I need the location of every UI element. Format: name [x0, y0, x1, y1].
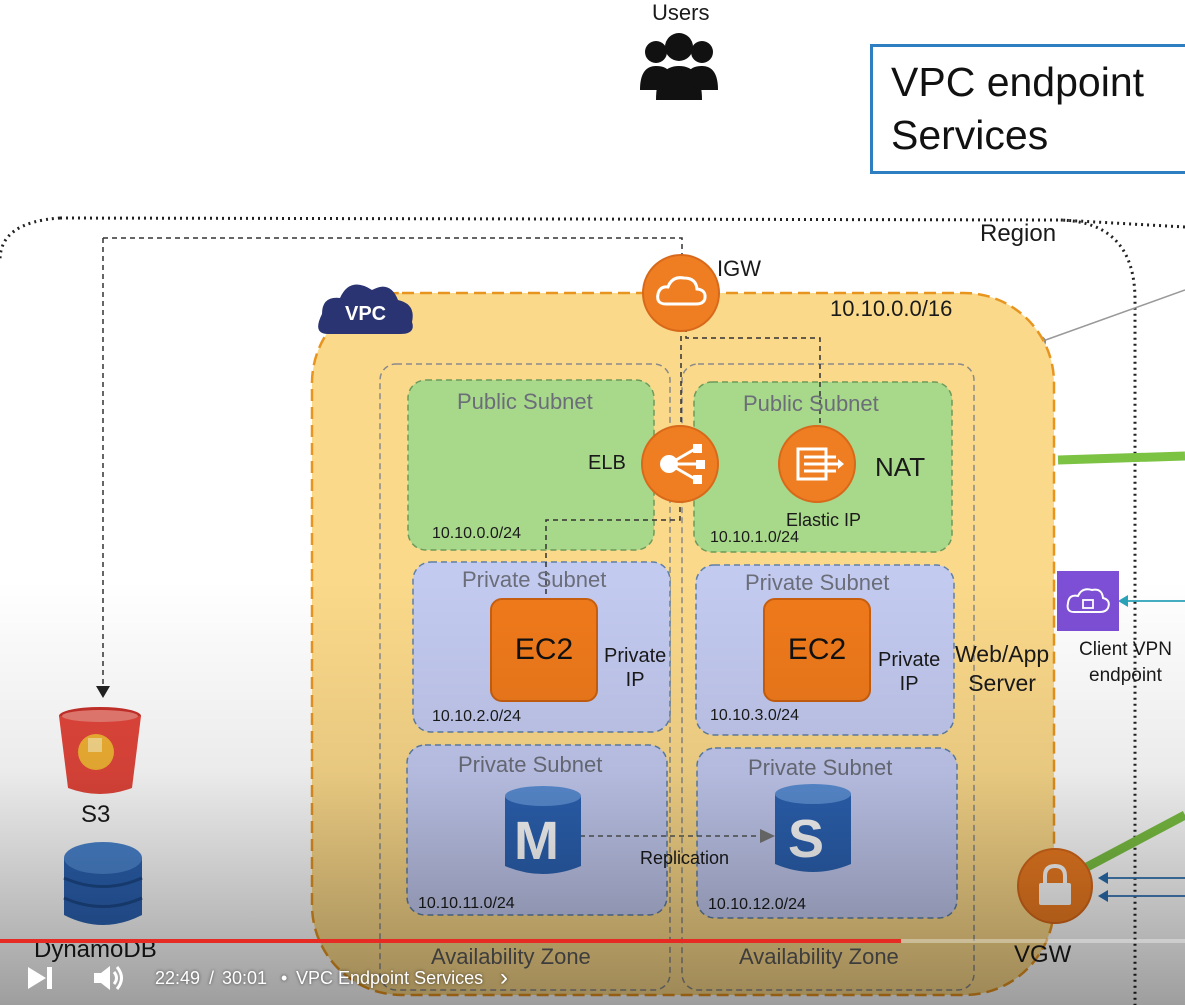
region-label: Region [980, 220, 1057, 247]
replication-label: Replication [640, 848, 730, 868]
region-boundary [0, 216, 1185, 1005]
vgw-arrowhead-2 [1098, 890, 1108, 902]
chapter-dot: • [281, 968, 288, 988]
private-subnet-app-1-title: Private Subnet [462, 567, 607, 592]
private-subnet-db-1-cidr: 10.10.11.0/24 [418, 895, 515, 912]
private-subnet-db-2-cidr: 10.10.12.0/24 [708, 896, 806, 913]
vpc-cidr: 10.10.0.0/16 [830, 296, 953, 321]
availability-zone-2 [681, 363, 975, 991]
s3-bucket-icon [59, 707, 141, 794]
time-separator: / [209, 968, 215, 988]
web-app-server-label-line-2: Server [968, 670, 1036, 696]
slide-title-box: VPC endpoint Services [870, 44, 1185, 174]
current-time: 22:49 [155, 968, 201, 988]
player-controls: 22:49 / 30:01 • VPC Endpoint Services › [0, 950, 1185, 1005]
private-subnet-app-1-cidr: 10.10.2.0/24 [432, 708, 521, 725]
elb-label: ELB [588, 452, 626, 474]
private-ip-label-1-line-1: Private [604, 645, 667, 667]
public-subnet-1-title: Public Subnet [457, 389, 593, 414]
web-app-server-label-line-1: Web/App [955, 641, 1050, 667]
private-ip-label-2-line-1: Private [878, 649, 941, 671]
availability-zone-2-label: Availability Zone [739, 944, 899, 969]
nat-label: NAT [875, 452, 926, 482]
private-subnet-app-2-title: Private Subnet [745, 570, 890, 595]
slide-title-line-2: Services [891, 112, 1049, 158]
igw-label: IGW [717, 256, 761, 281]
vpc-badge-label: VPC [345, 303, 387, 325]
ec2-instance-1: EC2 [490, 598, 598, 702]
client-vpn-label: Client VPN endpoint [1079, 637, 1172, 689]
private-ip-label-1: Private IP [604, 644, 666, 692]
nat-gateway-icon [778, 425, 856, 503]
private-subnet-db-2-title: Private Subnet [748, 755, 893, 780]
public-subnet-2-cidr: 10.10.1.0/24 [710, 529, 799, 546]
green-link-upper [1057, 451, 1185, 465]
users-label: Users [652, 0, 710, 25]
s3-label: S3 [81, 801, 111, 828]
database-master-letter: M [514, 811, 559, 871]
private-subnet-app-2-cidr: 10.10.3.0/24 [710, 707, 799, 724]
next-button[interactable] [24, 964, 56, 992]
replication-arrowhead [760, 829, 775, 843]
database-slave-letter: S [788, 809, 825, 869]
elb-icon [641, 425, 719, 503]
skip-next-icon [28, 967, 52, 989]
vgw-label: VGW [1014, 941, 1072, 968]
s3-arrowhead [96, 686, 110, 698]
private-ip-label-2: Private IP [878, 648, 940, 696]
chapter-chevron-icon[interactable]: › [500, 964, 508, 991]
web-app-server-label: Web/App Server [955, 640, 1049, 698]
client-vpn-arrowhead [1118, 595, 1128, 607]
region-callout-line [1039, 289, 1185, 343]
availability-zone-1 [379, 363, 671, 991]
ec2-instance-2: EC2 [763, 598, 871, 702]
volume-button[interactable] [92, 963, 128, 993]
dynamodb-icon [63, 842, 143, 925]
database-master-icon [505, 786, 581, 874]
vpc-cloud-icon [318, 284, 413, 334]
client-vpn-label-line-1: Client VPN [1079, 639, 1172, 660]
public-subnet-1-cidr: 10.10.0.0/24 [432, 525, 521, 542]
progress-bar-played [0, 939, 901, 943]
duration: 30:01 [222, 968, 268, 988]
slide-title-line-1: VPC endpoint [891, 59, 1145, 105]
private-ip-label-1-line-2: IP [625, 669, 645, 691]
private-ip-label-2-line-2: IP [899, 673, 919, 695]
green-link-lower [1082, 811, 1185, 872]
chapter-title[interactable]: VPC Endpoint Services [296, 968, 484, 988]
elastic-ip-label: Elastic IP [786, 510, 862, 530]
client-vpn-label-line-2: endpoint [1089, 665, 1162, 686]
public-subnet-2-title: Public Subnet [743, 391, 879, 416]
private-subnet-db-1-title: Private Subnet [458, 752, 603, 777]
vgw-arrowhead-1 [1098, 872, 1108, 884]
availability-zone-1-label: Availability Zone [431, 944, 591, 969]
users-icon [640, 33, 718, 100]
volume-icon [94, 966, 123, 990]
igw-icon [642, 254, 720, 332]
vgw-icon [1017, 848, 1093, 924]
database-slave-icon [775, 784, 851, 872]
progress-bar[interactable] [0, 939, 1185, 943]
client-vpn-icon [1057, 571, 1119, 631]
